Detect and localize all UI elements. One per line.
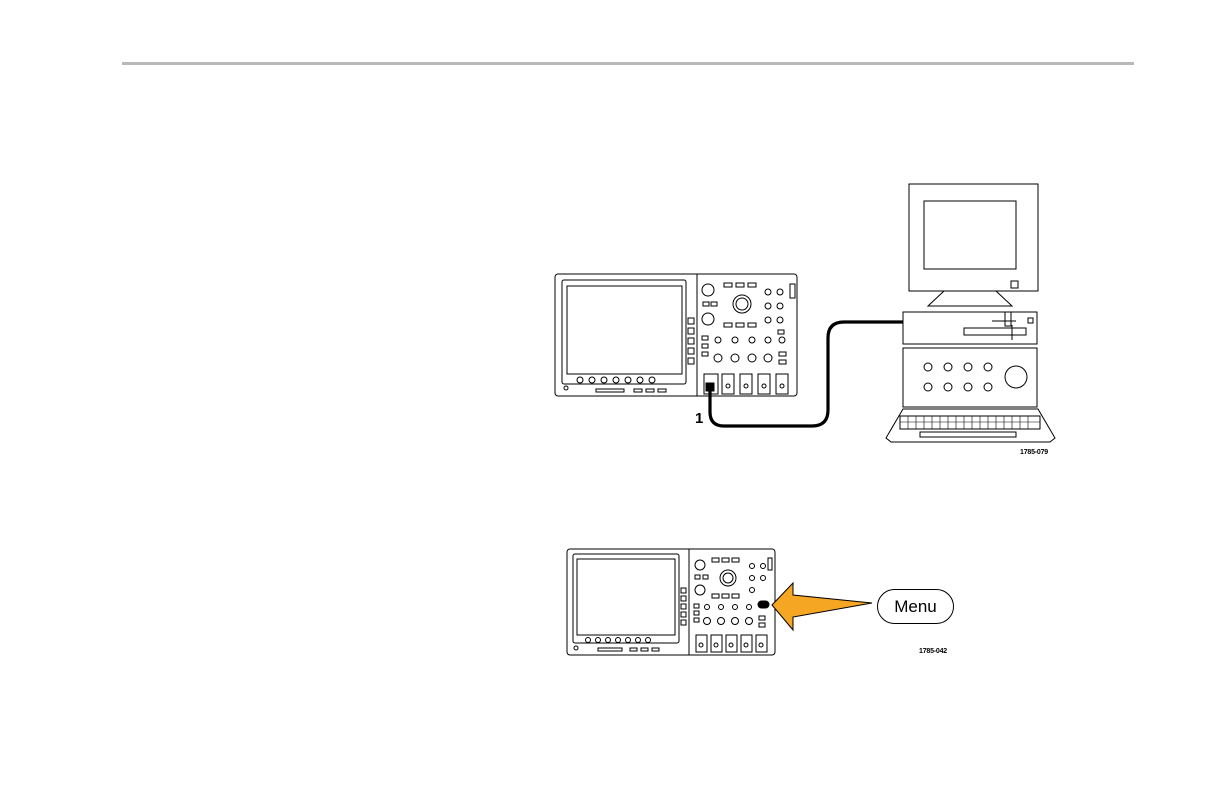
keyboard-icon [886,409,1055,442]
callout-number: 1 [695,410,703,427]
oscilloscope-icon [567,549,775,655]
computer-monitor-icon [903,184,1038,407]
menu-button-label: Menu [877,589,954,624]
oscilloscope-icon [555,274,797,396]
figure-id-label: 1785-042 [919,648,947,655]
menu-button-highlight [758,601,769,608]
arrow-pointer-icon [772,583,872,630]
figure-id-label: 1785-079 [1020,449,1048,456]
